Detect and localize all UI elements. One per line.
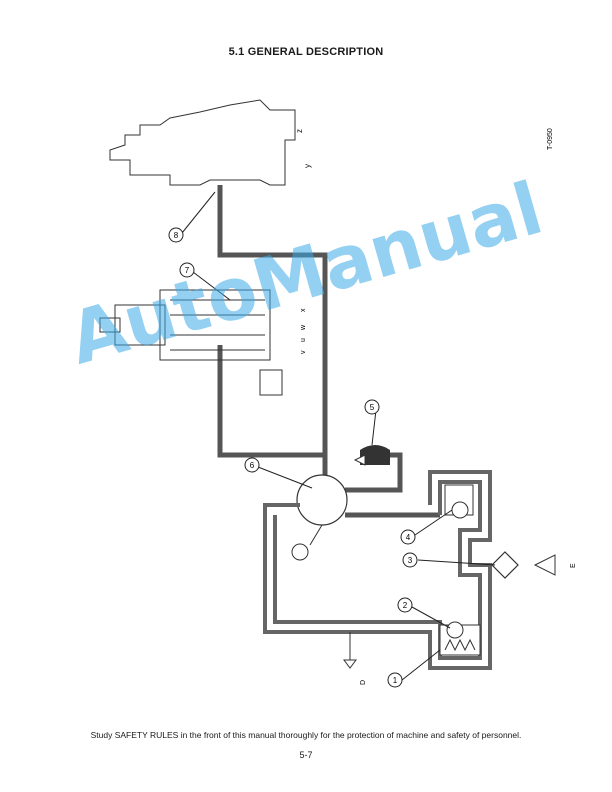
callout-2-label: 2 — [403, 601, 408, 610]
callout-7 — [179, 262, 195, 278]
callout-1 — [387, 672, 403, 688]
page-title: 5.1 GENERAL DESCRIPTION — [228, 46, 384, 58]
label-v: v — [300, 350, 307, 354]
callout-4-label: 4 — [406, 533, 411, 542]
callout-2 — [397, 597, 413, 613]
label-y: y — [303, 164, 312, 168]
component-6 — [296, 474, 348, 526]
callout-3 — [402, 552, 418, 568]
callout-8 — [168, 227, 184, 243]
filter — [491, 551, 519, 579]
label-z: z — [295, 129, 304, 133]
label-w: w — [300, 324, 307, 331]
callout-5-label: 5 — [370, 403, 375, 412]
callouts: 1 2 3 4 5 6 7 8 — [168, 191, 496, 688]
label-e: E — [570, 563, 577, 568]
callout-7-label: 7 — [185, 266, 190, 275]
accumulator — [360, 445, 390, 465]
callout-1-label: 1 — [393, 676, 398, 685]
pipes — [217, 185, 440, 518]
callout-8-label: 8 — [174, 231, 179, 240]
page-number: 5-7 — [299, 750, 313, 760]
top-component-outline — [109, 99, 296, 186]
hydraulic-diagram: z y T-0950 x w u v D E — [99, 99, 577, 688]
label-d: D — [360, 680, 367, 685]
callout-6-label: 6 — [250, 461, 255, 470]
callout-3-label: 3 — [408, 556, 413, 565]
label-x: x — [300, 308, 307, 312]
label-u: u — [300, 338, 307, 342]
callout-6 — [244, 457, 260, 473]
callout-5 — [364, 399, 380, 415]
component-6-small — [291, 543, 309, 561]
figure-id: T-0950 — [547, 128, 554, 150]
callout-4 — [400, 529, 416, 545]
footer-safety-note: Study SAFETY RULES in the front of this … — [90, 730, 522, 740]
middle-component — [99, 289, 283, 396]
